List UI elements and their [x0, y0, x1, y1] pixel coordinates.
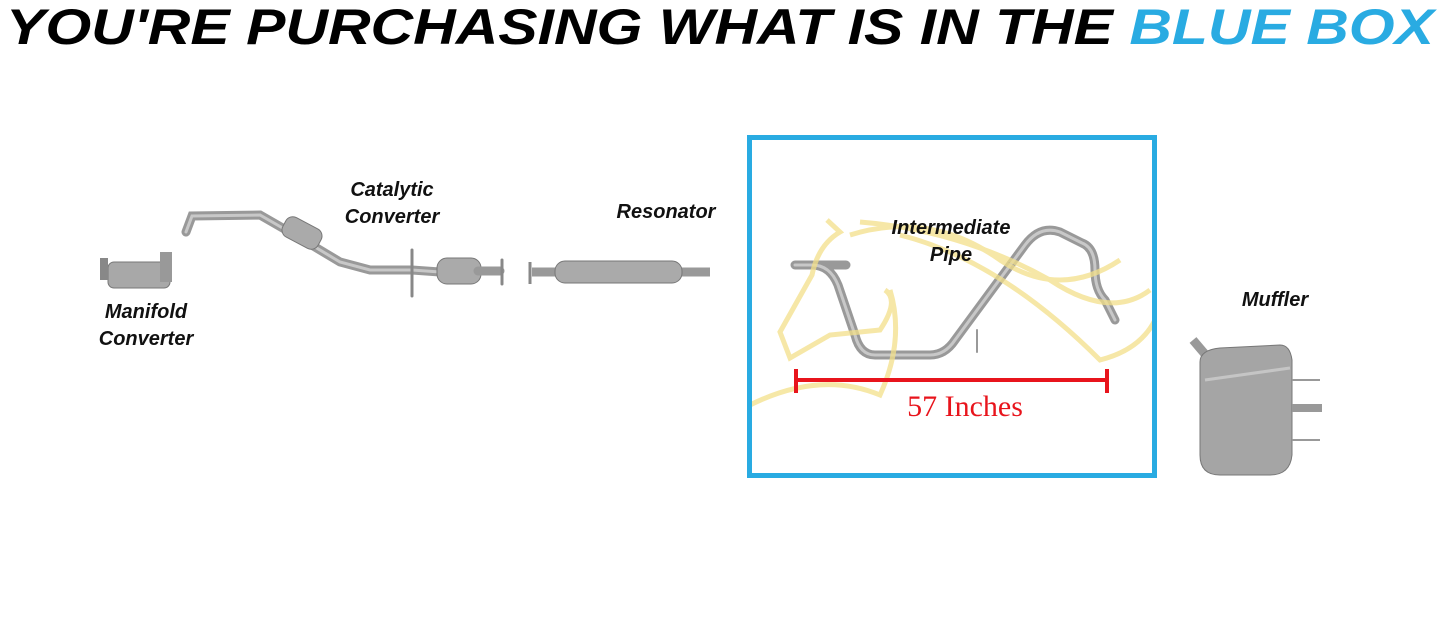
- length-measurement: 57 Inches: [907, 390, 1023, 423]
- label-line: Converter: [98, 328, 194, 350]
- catalytic-converter-label: Catalytic Converter: [312, 177, 472, 231]
- label-line: Manifold: [104, 301, 188, 323]
- label-line: Catalytic: [350, 179, 434, 201]
- headline: YOU'RE PURCHASING WHAT IS IN THE BLUE BO…: [6, 0, 1437, 55]
- resonator-label: Resonator: [616, 201, 716, 223]
- muffler-part: [1189, 337, 1322, 476]
- manifold-converter-part: [100, 252, 172, 289]
- manifold-converter-label: Manifold Converter: [66, 299, 226, 353]
- purchased-item-box: [747, 135, 1157, 478]
- label-line: Converter: [344, 206, 440, 228]
- label-line: Pipe: [929, 244, 973, 266]
- resonator-part: [528, 260, 710, 284]
- intermediate-pipe-label: Intermediate Pipe: [866, 215, 1036, 269]
- label-line: Intermediate: [891, 217, 1011, 239]
- muffler-label: Muffler: [1241, 289, 1309, 311]
- headline-text: YOU'RE PURCHASING WHAT IS IN THE: [6, 0, 1129, 55]
- svg-text:YOU'RE PURCHASING WHAT IS IN T: YOU'RE PURCHASING WHAT IS IN THE BLUE BO…: [6, 0, 1437, 55]
- headline-highlight: BLUE BOX: [1129, 0, 1437, 55]
